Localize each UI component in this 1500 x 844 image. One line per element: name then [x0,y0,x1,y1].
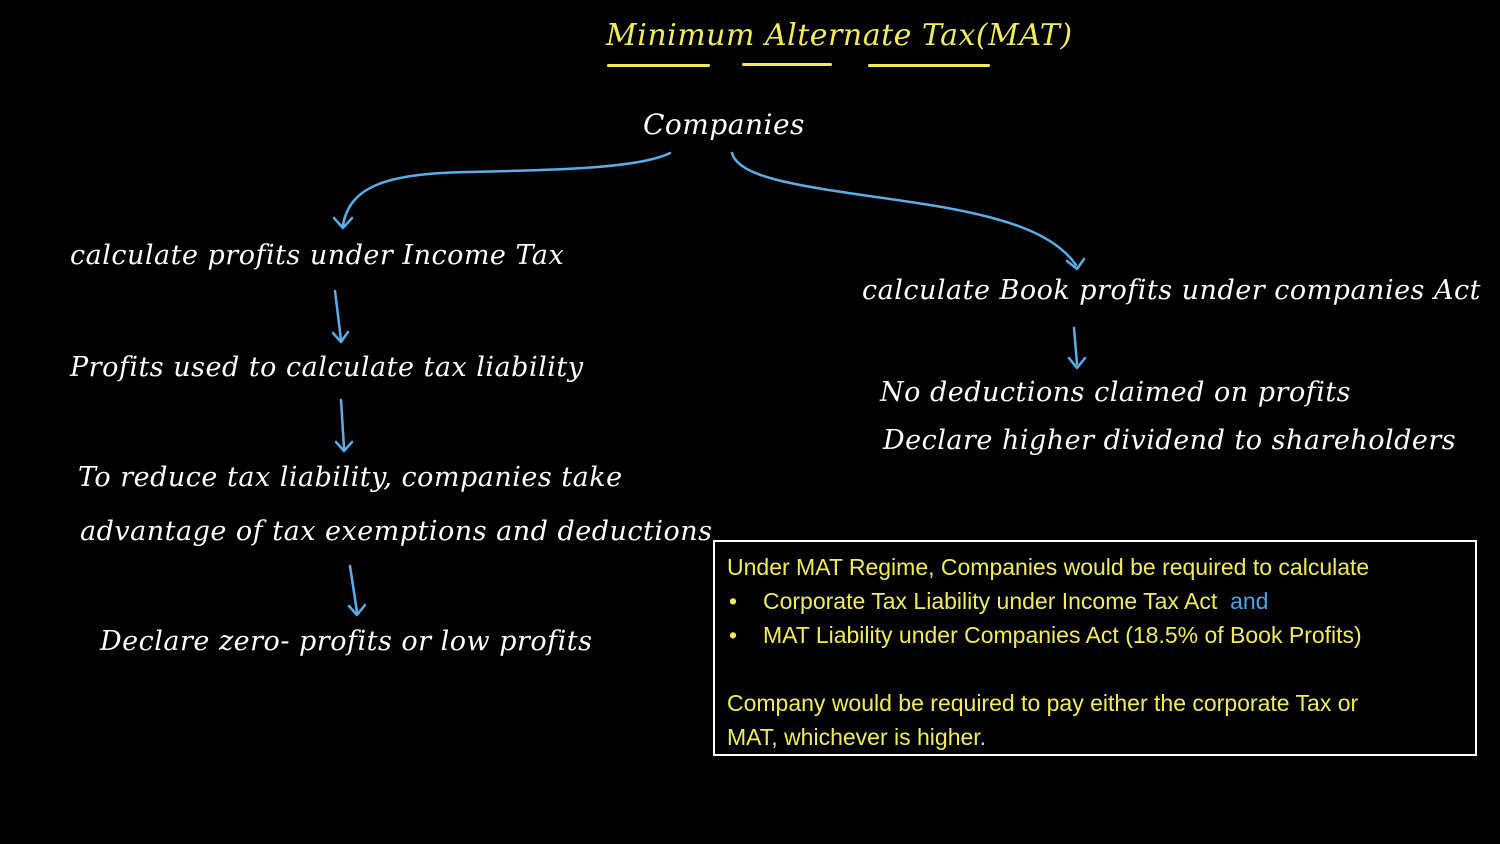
arrowhead-left-step3 [334,440,354,453]
bullet-2-text: MAT Liability under Companies Act (18.5%… [763,622,1362,648]
arrow-left-step1-to-step2 [333,289,343,342]
title: Minimum Alternate Tax(MAT) [606,18,1073,53]
title-underline-2 [742,63,832,66]
mat-summary-conclusion-line2: MAT, whichever is higher. [727,724,987,750]
mat-summary-intro: Under MAT Regime, Companies would be req… [727,554,1370,580]
arrowhead-book-profits [1065,257,1086,271]
mat-summary-conclusion-line1: Company would be required to pay either … [727,690,1359,716]
mat-summary-box: Under MAT Regime, Companies would be req… [713,540,1477,756]
left-step-reduce-tax-liability-line2: advantage of tax exemptions and deductio… [80,516,713,547]
title-underline-1 [607,64,710,67]
root-node-companies: Companies [643,108,805,141]
left-step-calculate-income-tax-profits: calculate profits under Income Tax [70,240,565,271]
right-step-declare-higher-dividend: Declare higher dividend to shareholders [883,425,1457,456]
arrow-left-step3-to-step4 [348,564,359,614]
right-step-no-deductions: No deductions claimed on profits [880,377,1352,408]
mat-summary-bullet-1: • Corporate Tax Liability under Income T… [727,584,1463,618]
arrow-right-step1-to-step2 [1072,326,1079,366]
left-step-reduce-tax-liability-line1: To reduce tax liability, companies take [78,462,623,493]
left-step-declare-low-profits: Declare zero- profits or low profits [100,626,593,657]
arrowhead-income-tax [332,216,354,230]
bullet-1-content: Corporate Tax Liability under Income Tax… [763,584,1268,618]
arrowhead-right-step2 [1067,356,1087,370]
arrow-companies-to-book-profits [730,151,1078,267]
bullet-1-connector: and [1230,588,1269,614]
title-underline-3 [868,64,990,67]
left-step-profits-used-for-tax-liability: Profits used to calculate tax liability [70,352,584,383]
bullet-symbol: • [729,588,738,614]
mat-summary-bullet-2: • MAT Liability under Companies Act (18.… [727,618,1463,652]
arrowhead-left-step2 [331,330,350,344]
right-step-calculate-book-profits: calculate Book profits under companies A… [862,275,1481,306]
arrowhead-left-step4 [347,603,367,617]
arrow-left-step2-to-step3 [339,398,346,450]
bullet-symbol: • [729,622,738,648]
spacer [727,652,1463,686]
bullet-1-text: Corporate Tax Liability under Income Tax… [763,588,1218,614]
arrow-companies-to-income-tax [341,151,672,227]
